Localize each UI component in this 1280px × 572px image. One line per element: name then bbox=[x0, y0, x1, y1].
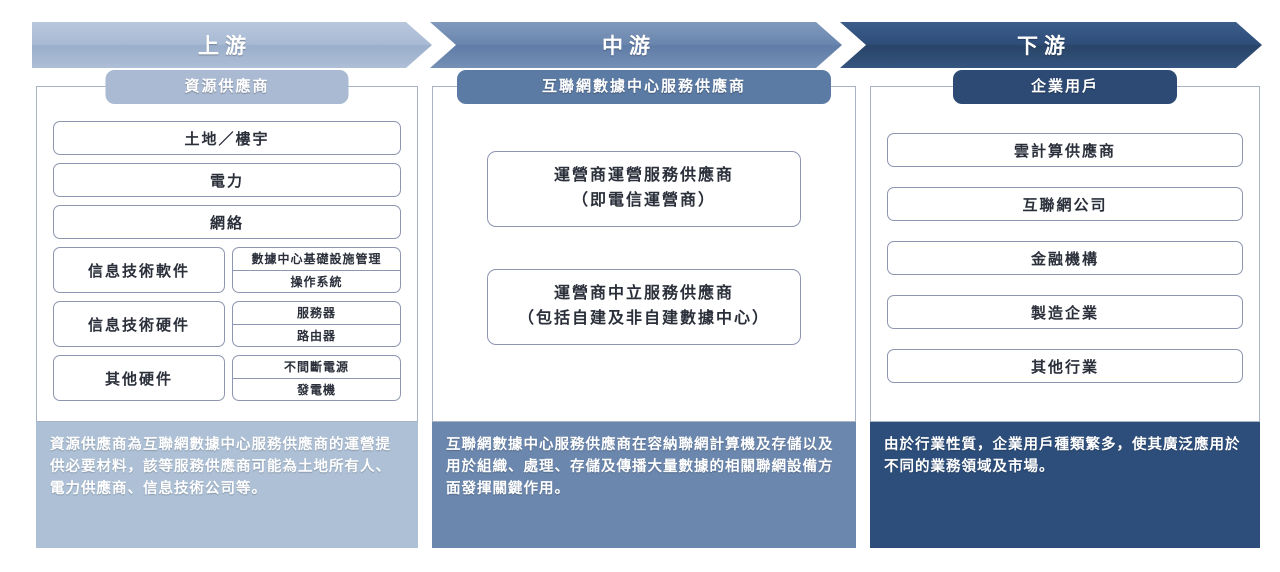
upstream-sub-server: 服務器 bbox=[233, 302, 400, 325]
midstream-description: 互聯網數據中心服務供應商在容納聯網計算機及存儲以及用於組織、處理、存儲及傳播大量… bbox=[432, 422, 856, 548]
upstream-split-subs-it-hardware: 服務器 路由器 bbox=[232, 301, 401, 347]
upstream-split-subs-other-hardware: 不間斷電源 發電機 bbox=[232, 355, 401, 401]
banner-midstream: 中游 bbox=[430, 22, 842, 68]
downstream-item-internet-company: 互聯網公司 bbox=[887, 187, 1243, 221]
midstream-box-carrier-operated-line2: （即電信運營商） bbox=[571, 192, 716, 209]
column-downstream: 企業用戶 雲計算供應商 互聯網公司 金融機構 製造企業 其他行業 由於行業性質，… bbox=[870, 70, 1260, 548]
downstream-item-list: 雲計算供應商 互聯網公司 金融機構 製造企業 其他行業 bbox=[887, 121, 1243, 383]
downstream-description: 由於行業性質，企業用戶種類繁多，使其廣泛應用於不同的業務領域及市場。 bbox=[870, 422, 1260, 548]
midstream-box-carrier-neutral-line1: 運營商中立服務供應商 bbox=[553, 285, 734, 303]
upstream-header-pill: 資源供應商 bbox=[105, 70, 349, 104]
downstream-item-cloud-provider: 雲計算供應商 bbox=[887, 133, 1243, 167]
upstream-split-it-software: 信息技術軟件 數據中心基礎設施管理 操作系統 bbox=[53, 247, 401, 293]
upstream-split-label-other-hardware: 其他硬件 bbox=[53, 355, 225, 401]
upstream-item-power: 電力 bbox=[53, 163, 401, 197]
banner-downstream: 下游 bbox=[840, 22, 1262, 68]
upstream-description: 資源供應商為互聯網數據中心服務供應商的運營提供必要材料，該等服務供應商可能為土地… bbox=[36, 422, 418, 548]
downstream-header-pill: 企業用戶 bbox=[953, 70, 1177, 104]
upstream-sub-os: 操作系統 bbox=[290, 274, 343, 289]
midstream-box-carrier-neutral-line2: （包括自建及非自建數據中心） bbox=[517, 310, 770, 327]
upstream-split-label-it-software: 信息技術軟件 bbox=[53, 247, 225, 293]
banner-midstream-label: 中游 bbox=[602, 34, 656, 58]
midstream-card: 互聯網數據中心服務供應商 運營商運營服務供應商 （即電信運營商） 運營商中立服務… bbox=[432, 70, 856, 422]
banner-upstream-label: 上游 bbox=[198, 34, 252, 58]
midstream-box-list: 運營商運營服務供應商 （即電信運營商） 運營商中立服務供應商 （包括自建及非自建… bbox=[449, 121, 839, 345]
banner-upstream: 上游 bbox=[32, 22, 432, 68]
upstream-sub-dcim: 數據中心基礎設施管理 bbox=[233, 248, 400, 271]
midstream-box-carrier-neutral: 運營商中立服務供應商 （包括自建及非自建數據中心） bbox=[487, 269, 801, 345]
midstream-box-carrier-operated-line1: 運營商運營服務供應商 bbox=[553, 167, 734, 185]
upstream-split-subs-it-software: 數據中心基礎設施管理 操作系統 bbox=[232, 247, 401, 293]
upstream-split-label-it-hardware: 信息技術硬件 bbox=[53, 301, 225, 347]
downstream-item-financial-institution: 金融機構 bbox=[887, 241, 1243, 275]
downstream-item-manufacturing: 製造企業 bbox=[887, 295, 1243, 329]
upstream-split-other-hardware: 其他硬件 不間斷電源 發電機 bbox=[53, 355, 401, 401]
upstream-card: 資源供應商 土地／樓宇 電力 網絡 信息技術軟件 數據中心基礎設施管理 操作系統… bbox=[36, 70, 418, 422]
value-chain-banner-row: 上游 中游 下游 bbox=[0, 22, 1280, 68]
midstream-header-pill: 互聯網數據中心服務供應商 bbox=[457, 70, 831, 104]
upstream-split-it-hardware: 信息技術硬件 服務器 路由器 bbox=[53, 301, 401, 347]
upstream-item-network: 網絡 bbox=[53, 205, 401, 239]
column-upstream: 資源供應商 土地／樓宇 電力 網絡 信息技術軟件 數據中心基礎設施管理 操作系統… bbox=[36, 70, 418, 548]
upstream-sub-router: 路由器 bbox=[296, 328, 336, 343]
upstream-sub-generator: 發電機 bbox=[296, 382, 336, 397]
downstream-item-other-industries: 其他行業 bbox=[887, 349, 1243, 383]
downstream-card: 企業用戶 雲計算供應商 互聯網公司 金融機構 製造企業 其他行業 bbox=[870, 70, 1260, 422]
upstream-item-land: 土地／樓宇 bbox=[53, 121, 401, 155]
banner-downstream-label: 下游 bbox=[1017, 34, 1071, 58]
upstream-sub-ups: 不間斷電源 bbox=[233, 356, 400, 379]
column-midstream: 互聯網數據中心服務供應商 運營商運營服務供應商 （即電信運營商） 運營商中立服務… bbox=[432, 70, 856, 548]
midstream-box-carrier-operated: 運營商運營服務供應商 （即電信運營商） bbox=[487, 151, 801, 227]
